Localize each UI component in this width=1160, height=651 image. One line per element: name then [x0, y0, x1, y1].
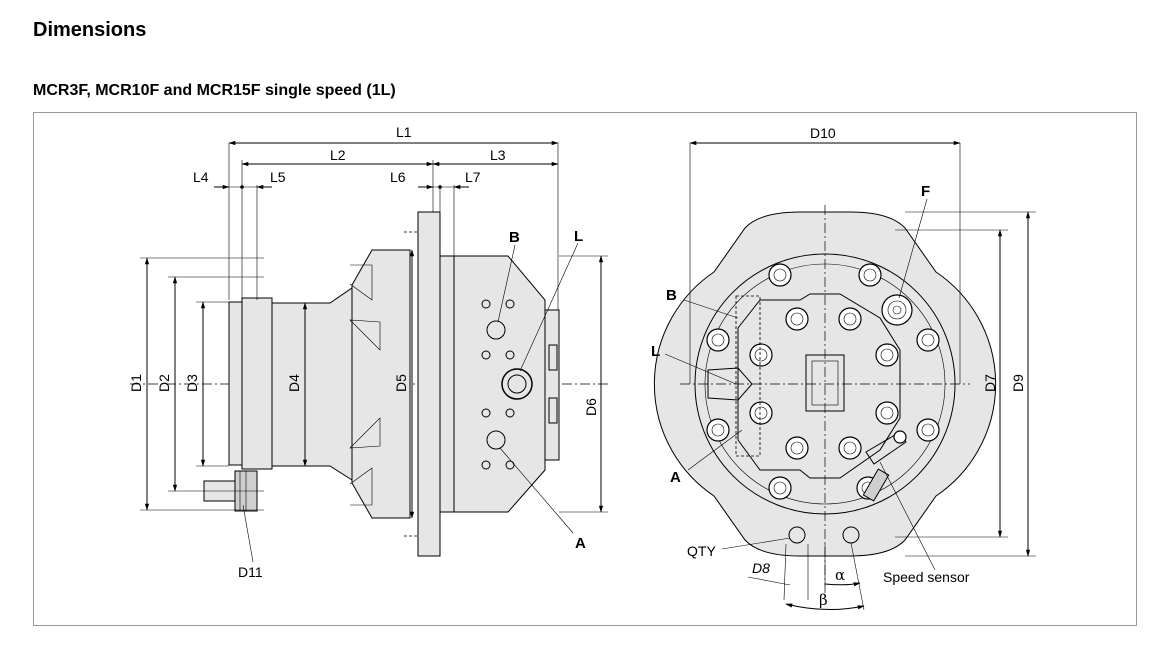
dim-label-d5: D5 [393, 374, 409, 392]
dim-label-d3: D3 [184, 374, 200, 392]
port-label-a-side: A [575, 535, 586, 552]
dim-label-l5: L5 [270, 169, 286, 185]
dim-label-d10: D10 [810, 125, 836, 141]
mounting-flange [417, 211, 441, 557]
dim-label-l3: L3 [490, 147, 506, 163]
front-view: D10 D7 D9 F B L A QTY D8 α β [651, 125, 1036, 611]
dim-label-d11: D11 [238, 564, 263, 580]
shaft-collar [241, 297, 273, 470]
dim-label-d2: D2 [156, 374, 172, 392]
dim-label-d9: D9 [1010, 374, 1026, 392]
inner-cover-plate [737, 293, 901, 479]
dim-label-l4: L4 [193, 169, 209, 185]
mounting-hole [788, 526, 806, 544]
dim-label-d1: D1 [128, 374, 144, 392]
port-label-l-front: L [651, 343, 660, 360]
port-label-a-front: A [670, 469, 681, 486]
dim-label-d7: D7 [982, 374, 998, 392]
front-flange-plate [228, 301, 243, 466]
speed-sensor [862, 468, 890, 502]
port-label-b-side: B [509, 229, 520, 246]
side-view: L1 L2 L3 L4 L5 L6 L7 D1 D2 D3 D4 [128, 124, 610, 580]
port-b-hole [486, 320, 506, 340]
inner-bolt-ring [749, 307, 899, 460]
housing-neck [271, 287, 353, 481]
port-label-b-front: B [666, 287, 677, 304]
port-label-f: F [921, 183, 930, 200]
dim-label-l7: L7 [465, 169, 481, 185]
port-a-hole [486, 430, 506, 450]
callout-speed-sensor: Speed sensor [883, 569, 970, 585]
angle-beta: β [819, 591, 828, 609]
angle-alpha: α [835, 566, 845, 584]
dim-label-d6: D6 [583, 398, 599, 416]
port-l-hole [501, 368, 533, 400]
dim-label-d4: D4 [286, 374, 302, 392]
page-title: Dimensions [33, 19, 147, 41]
dim-label-l2: L2 [330, 147, 346, 163]
dim-label-d8: D8 [752, 560, 770, 576]
valve-body [453, 255, 546, 513]
port-f [881, 294, 913, 326]
drawing-frame [33, 112, 1137, 626]
center-window [805, 354, 845, 412]
port-label-l-side: L [574, 228, 583, 245]
callout-qty: QTY [687, 543, 716, 559]
section-subtitle: MCR3F, MCR10F and MCR15F single speed (1… [33, 82, 396, 99]
dim-label-l1: L1 [396, 124, 412, 140]
dim-label-l6: L6 [390, 169, 406, 185]
